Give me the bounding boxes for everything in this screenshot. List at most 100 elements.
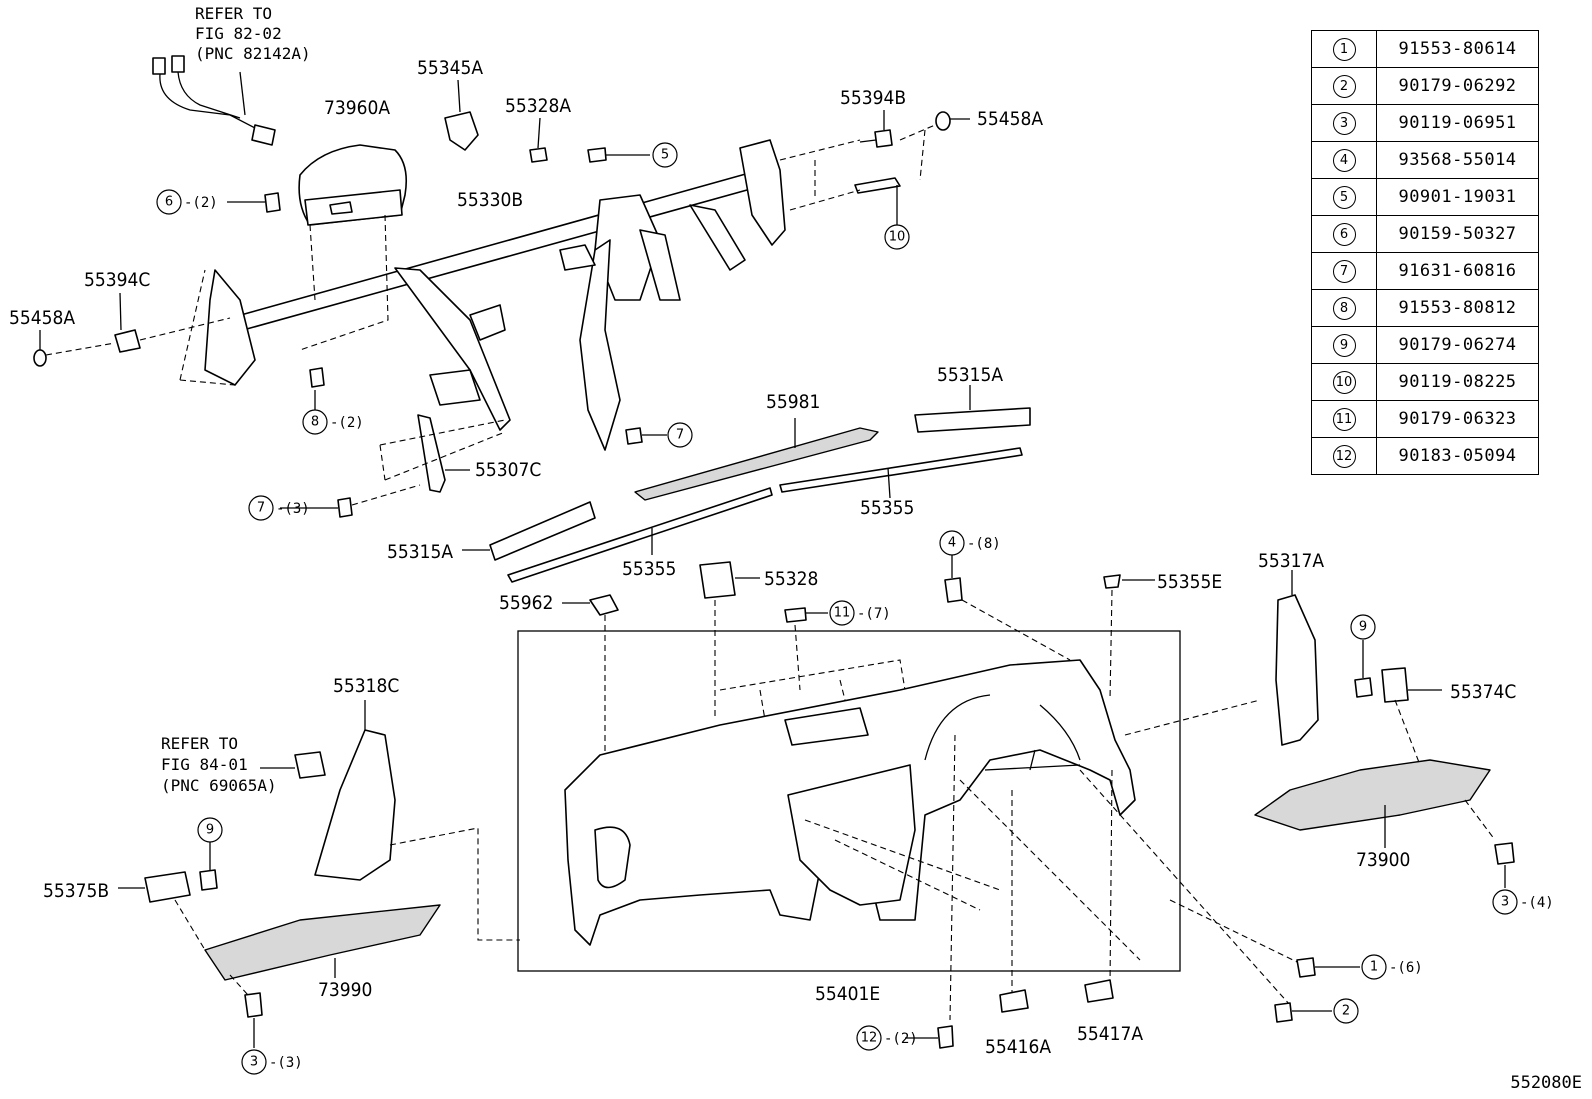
- callout-7-left: 7 -(3): [248, 495, 310, 521]
- svg-text:12: 12: [861, 1031, 878, 1046]
- refer-note-top: REFER TO FIG 82-02 (PNC 82142A): [195, 4, 311, 63]
- label-55330b: 55330B: [457, 189, 523, 211]
- table-cell-part-number: 90179-06292: [1376, 67, 1539, 105]
- svg-text:8: 8: [311, 415, 319, 430]
- svg-text:7: 7: [257, 501, 265, 516]
- clip-55416a: [999, 989, 1029, 1013]
- clip-55328a: [529, 147, 548, 163]
- svg-text:-(3): -(3): [269, 1055, 303, 1071]
- svg-text:-(8): -(8): [967, 536, 1001, 552]
- table-cell-number: 1: [1311, 30, 1377, 68]
- circled-number: 5: [1332, 185, 1356, 209]
- callout-2: 2: [1333, 998, 1359, 1024]
- callout-8: 8 -(2): [302, 409, 364, 435]
- refer-note-top-line3: (PNC 82142A): [195, 44, 311, 63]
- svg-text:9: 9: [206, 823, 214, 838]
- clip-55417a: [1084, 979, 1114, 1003]
- callout-10: 10: [884, 224, 910, 250]
- label-55962: 55962: [499, 592, 553, 614]
- svg-text:3: 3: [250, 1055, 258, 1070]
- svg-text:7: 7: [676, 428, 684, 443]
- nut-2: [1274, 1002, 1293, 1023]
- reinforcement-beam: [204, 139, 786, 451]
- callout-5: 5: [652, 142, 678, 168]
- table-cell-number: 11: [1311, 400, 1377, 438]
- callout-7-center: 7: [667, 422, 693, 448]
- table-cell-number: 9: [1311, 326, 1377, 364]
- instrument-panel-frame: [517, 630, 1181, 972]
- circled-number: 11: [1332, 407, 1356, 431]
- clip-55962: [589, 594, 619, 616]
- bolt-3-right: [1494, 842, 1515, 865]
- svg-text:1: 1: [1370, 960, 1378, 975]
- refer-note-top-line2: FIG 82-02: [195, 24, 282, 43]
- label-73960a: 73960A: [324, 97, 390, 119]
- label-55394c: 55394C: [84, 269, 150, 291]
- callout-3-left: 3 -(3): [241, 1049, 303, 1075]
- svg-text:11: 11: [834, 606, 851, 621]
- nut-55458a-right: [935, 111, 951, 131]
- garnish-55315a-right: [914, 407, 1031, 433]
- bolt-5: [587, 147, 607, 163]
- table-cell-number: 6: [1311, 215, 1377, 253]
- side-panel-55317a: [1275, 594, 1319, 746]
- svg-text:9: 9: [1359, 620, 1367, 635]
- svg-text:-(2): -(2): [330, 415, 364, 431]
- circled-number: 1: [1332, 37, 1356, 61]
- table-cell-number: 10: [1311, 363, 1377, 401]
- lower-panel-73990: [204, 904, 441, 981]
- svg-text:2: 2: [1342, 1004, 1350, 1019]
- label-55401e: 55401E: [815, 983, 880, 1005]
- table-row: 11 90179-06323: [1311, 400, 1539, 438]
- callout-6: 6 -(2): [156, 189, 218, 215]
- clip-11: [784, 607, 807, 623]
- svg-text:-(3): -(3): [276, 501, 310, 517]
- label-55458a-right: 55458A: [977, 108, 1043, 130]
- callout-9-left: 9: [197, 817, 223, 843]
- bracket-55345a: [444, 111, 479, 151]
- svg-text:-(4): -(4): [1520, 895, 1554, 911]
- label-55416a: 55416A: [985, 1036, 1051, 1058]
- svg-text:6: 6: [165, 195, 173, 210]
- instrument-panel: [564, 659, 1136, 946]
- label-55328: 55328: [764, 568, 818, 590]
- table-cell-part-number: 91553-80812: [1376, 289, 1539, 327]
- table-cell-part-number: 90901-19031: [1376, 178, 1539, 216]
- label-55355e: 55355E: [1157, 571, 1222, 593]
- bolt-55394b: [874, 129, 893, 148]
- bolt-10: [854, 177, 901, 194]
- label-55394b: 55394B: [840, 87, 906, 109]
- table-cell-part-number: 90119-06951: [1376, 104, 1539, 142]
- bolt-3-left: [244, 992, 263, 1018]
- table-cell-number: 12: [1311, 437, 1377, 475]
- table-cell-part-number: 90179-06323: [1376, 400, 1539, 438]
- table-cell-number: 8: [1311, 289, 1377, 327]
- circled-number: 3: [1332, 111, 1356, 135]
- bolt-4: [944, 577, 963, 603]
- callout-3-right: 3 -(4): [1492, 889, 1554, 915]
- bolt-8: [309, 367, 325, 388]
- side-panel-55318c: [314, 729, 396, 881]
- callout-9-right: 9: [1350, 614, 1376, 640]
- circled-number: 10: [1332, 370, 1356, 394]
- svg-text:-(7): -(7): [857, 606, 891, 622]
- bracket-55375b: [144, 871, 191, 903]
- label-55374c: 55374C: [1450, 681, 1516, 703]
- callout-1: 1 -(6): [1361, 954, 1423, 980]
- svg-text:4: 4: [948, 536, 956, 551]
- table-cell-part-number: 90159-50327: [1376, 215, 1539, 253]
- label-55307c: 55307C: [475, 459, 541, 481]
- label-55317a: 55317A: [1258, 550, 1324, 572]
- svg-text:-(2): -(2): [184, 195, 218, 211]
- bolt-7-left: [337, 497, 353, 518]
- table-cell-part-number: 91631-60816: [1376, 252, 1539, 290]
- figure-code: 552080E: [1510, 1073, 1582, 1093]
